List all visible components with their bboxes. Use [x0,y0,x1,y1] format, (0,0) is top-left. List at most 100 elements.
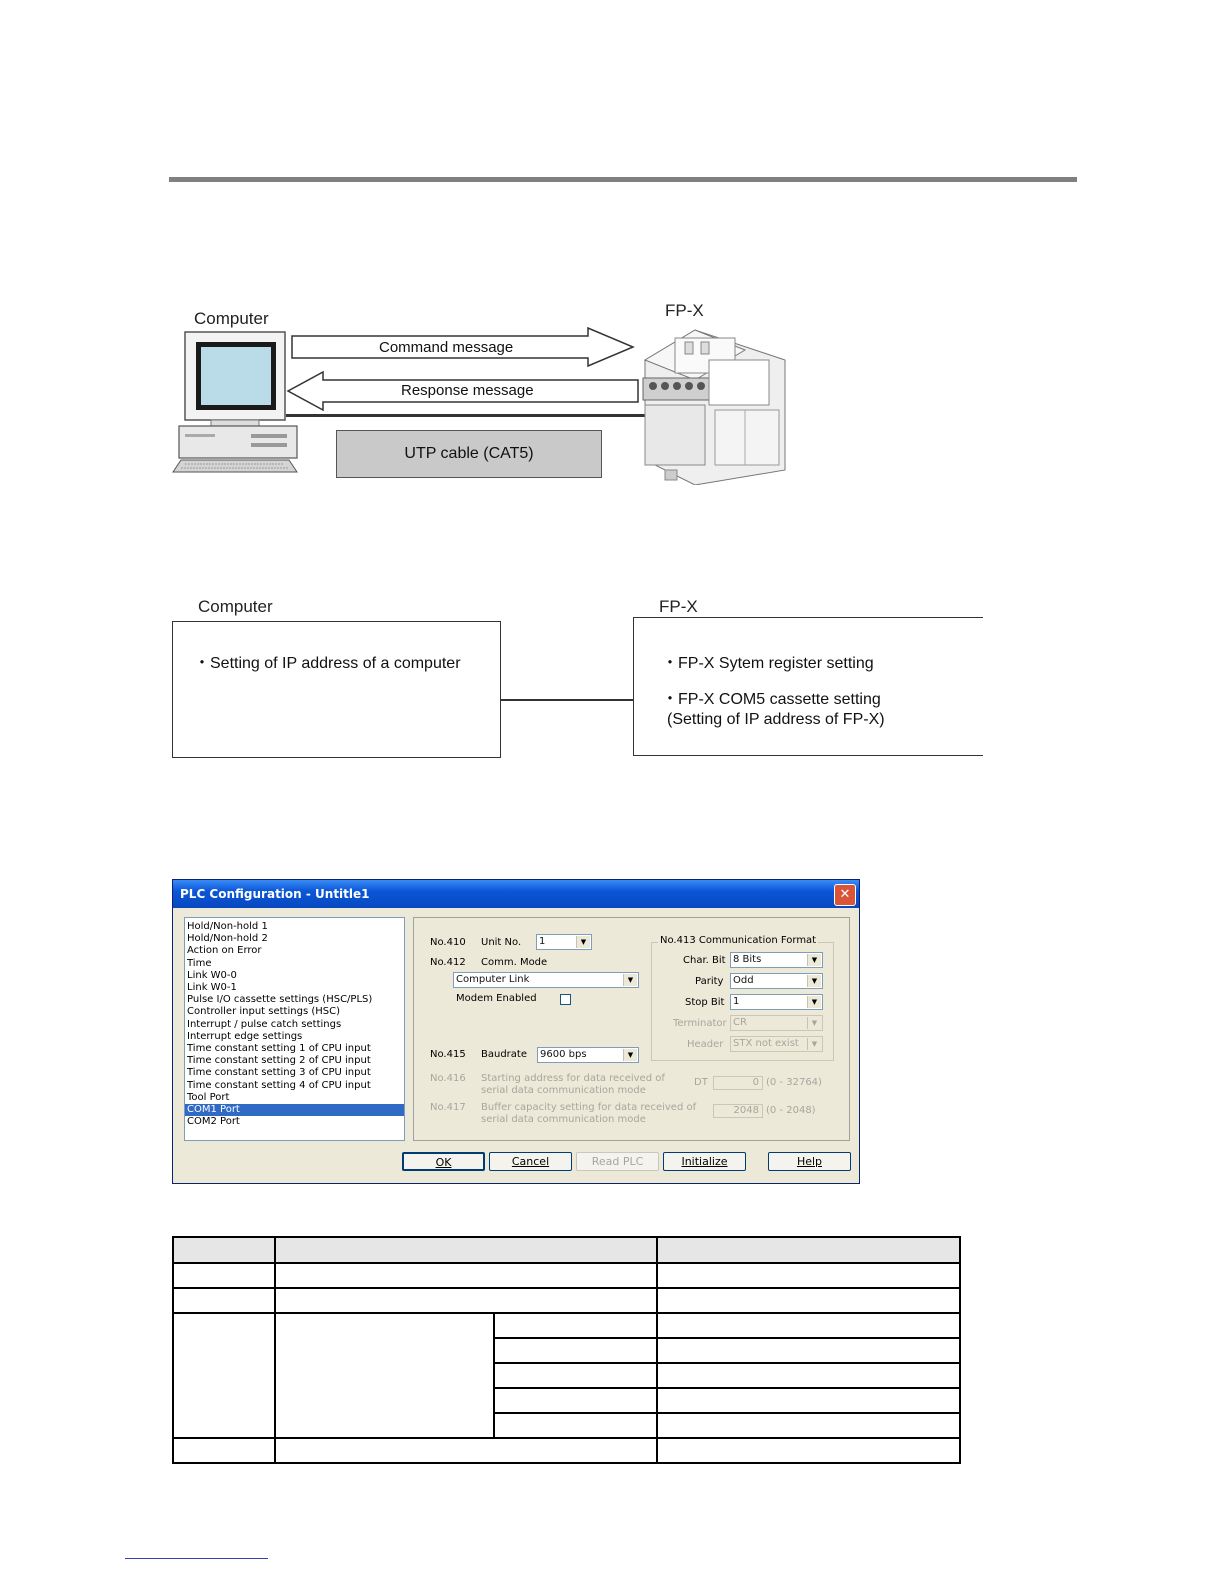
ok-button[interactable]: OK [402,1152,485,1171]
table-row [173,1288,960,1313]
list-item[interactable]: Interrupt / pulse catch settings [185,1019,404,1031]
settings-connector-line [501,699,634,701]
list-item[interactable]: Interrupt edge settings [185,1031,404,1043]
comm-mode-label: Comm. Mode [481,957,547,968]
close-icon[interactable]: ✕ [834,884,856,906]
table-cell [494,1413,657,1438]
char-bit-label: Char. Bit [683,955,726,966]
header-select[interactable]: STX not exist ▼ [730,1036,823,1052]
initialize-button[interactable]: Initialize [663,1152,746,1171]
table-cell [275,1237,657,1263]
help-button[interactable]: Help [768,1152,851,1171]
chevron-down-icon[interactable]: ▼ [807,1017,821,1029]
table-cell [657,1413,960,1438]
chevron-down-icon[interactable]: ▼ [807,975,821,987]
stop-bit-select[interactable]: 1 ▼ [730,994,823,1010]
chevron-down-icon[interactable]: ▼ [623,1049,637,1061]
fpx-com5-setting: ・FP-X COM5 cassette setting [662,685,881,709]
table-cell [275,1288,657,1313]
footer-link-underline[interactable] [125,1558,268,1559]
dt-input[interactable]: 0 [713,1076,763,1090]
terminator-select[interactable]: CR ▼ [730,1015,823,1031]
table-cell [275,1263,657,1288]
unit-no-label: Unit No. [481,937,521,948]
parity-label: Parity [695,976,723,987]
list-item[interactable]: Link W0-1 [185,982,404,994]
fpx-settings-box: ・FP-X Sytem register setting ・FP-X COM5 … [633,617,983,756]
chevron-down-icon[interactable]: ▼ [807,1038,821,1050]
table-cell [494,1338,657,1363]
list-item[interactable]: COM2 Port [185,1116,404,1128]
table-cell [657,1363,960,1388]
section-rule [169,177,1077,182]
list-item[interactable]: Time constant setting 3 of CPU input [185,1067,404,1079]
stop-bit-label: Stop Bit [685,997,724,1008]
list-item[interactable]: Pulse I/O cassette settings (HSC/PLS) [185,994,404,1006]
config-category-list[interactable]: Hold/Non-hold 1 Hold/Non-hold 2 Action o… [184,917,405,1141]
terminator-label: Terminator [673,1018,727,1029]
utp-cable-box: UTP cable (CAT5) [336,430,602,478]
parity-select[interactable]: Odd ▼ [730,973,823,989]
unit-no-value: 1 [539,936,545,947]
baudrate-value: 9600 bps [540,1049,587,1060]
buffer-capacity-input[interactable]: 2048 [713,1104,763,1118]
list-item[interactable]: Link W0-0 [185,970,404,982]
settings-table [172,1236,961,1464]
modem-enabled-label: Modem Enabled [456,993,537,1004]
list-item[interactable]: Hold/Non-hold 1 [185,921,404,933]
settings-computer-label: Computer [198,597,273,617]
list-item[interactable]: Time [185,958,404,970]
no410-label: No.410 [430,937,466,948]
char-bit-select[interactable]: 8 Bits ▼ [730,952,823,968]
list-item[interactable]: Time constant setting 4 of CPU input [185,1080,404,1092]
buffer-range: (0 - 2048) [766,1105,816,1116]
chevron-down-icon[interactable]: ▼ [623,974,637,986]
terminator-value: CR [733,1017,747,1028]
list-item[interactable]: Action on Error [185,945,404,957]
chevron-down-icon[interactable]: ▼ [576,936,590,948]
table-cell [657,1237,960,1263]
unit-no-select[interactable]: 1 ▼ [536,934,592,950]
modem-enabled-checkbox[interactable] [560,994,571,1005]
list-item[interactable]: Hold/Non-hold 2 [185,933,404,945]
table-cell [657,1263,960,1288]
table-cell [275,1313,494,1438]
read-plc-button[interactable]: Read PLC [576,1152,659,1171]
table-cell [657,1288,960,1313]
table-cell [173,1263,275,1288]
table-cell [173,1313,275,1438]
chevron-down-icon[interactable]: ▼ [807,996,821,1008]
response-message-label: Response message [401,382,534,399]
header-value: STX not exist [733,1038,799,1049]
fpx-ip-setting: (Setting of IP address of FP-X) [667,711,885,729]
table-cell [173,1288,275,1313]
fpx-system-register: ・FP-X Sytem register setting [662,649,874,673]
no416-desc-1: Starting address for data received of [481,1073,665,1084]
table-cell [173,1237,275,1263]
table-cell [657,1388,960,1413]
baudrate-label: Baudrate [481,1049,527,1060]
list-item[interactable]: Tool Port [185,1092,404,1104]
no416-desc-2: serial data communication mode [481,1085,646,1096]
utp-cable-label: UTP cable (CAT5) [404,445,533,463]
computer-ip-setting: ・Setting of IP address of a computer [194,649,461,673]
cancel-button[interactable]: Cancel [489,1152,572,1171]
chevron-down-icon[interactable]: ▼ [807,954,821,966]
list-item[interactable]: Controller input settings (HSC) [185,1006,404,1018]
dt-label: DT [694,1077,708,1088]
comm-mode-select[interactable]: Computer Link ▼ [453,972,639,988]
table-header-row [173,1237,960,1263]
no417-desc-1: Buffer capacity setting for data receive… [481,1102,696,1113]
connection-diagram: Computer FP-X Command message Response m… [165,300,795,485]
table-cell [275,1438,657,1463]
baudrate-select[interactable]: 9600 bps ▼ [537,1047,639,1063]
list-item[interactable]: Time constant setting 2 of CPU input [185,1055,404,1067]
dialog-title: PLC Configuration - Untitle1 [173,880,859,908]
parity-value: Odd [733,975,754,986]
list-item-selected[interactable]: COM1 Port [185,1104,404,1116]
fpx-label: FP-X [665,301,704,321]
no417-desc-2: serial data communication mode [481,1114,646,1125]
list-item[interactable]: Time constant setting 1 of CPU input [185,1043,404,1055]
plc-configuration-dialog: PLC Configuration - Untitle1 ✕ Hold/Non-… [172,879,860,1184]
table-row [173,1313,960,1338]
